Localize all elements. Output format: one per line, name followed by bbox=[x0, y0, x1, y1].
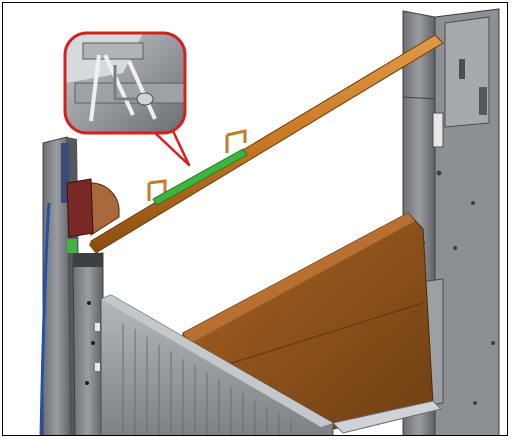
horizontal-bar bbox=[89, 34, 444, 255]
figure-frame bbox=[2, 2, 508, 436]
front-guard-panel bbox=[100, 294, 334, 435]
left-post bbox=[42, 136, 104, 435]
magnifier-callout-icon bbox=[63, 31, 191, 167]
cam-plate bbox=[90, 182, 120, 236]
bar-handles bbox=[147, 129, 248, 206]
cable bbox=[39, 202, 51, 435]
lift-platform-illustration bbox=[39, 8, 500, 435]
